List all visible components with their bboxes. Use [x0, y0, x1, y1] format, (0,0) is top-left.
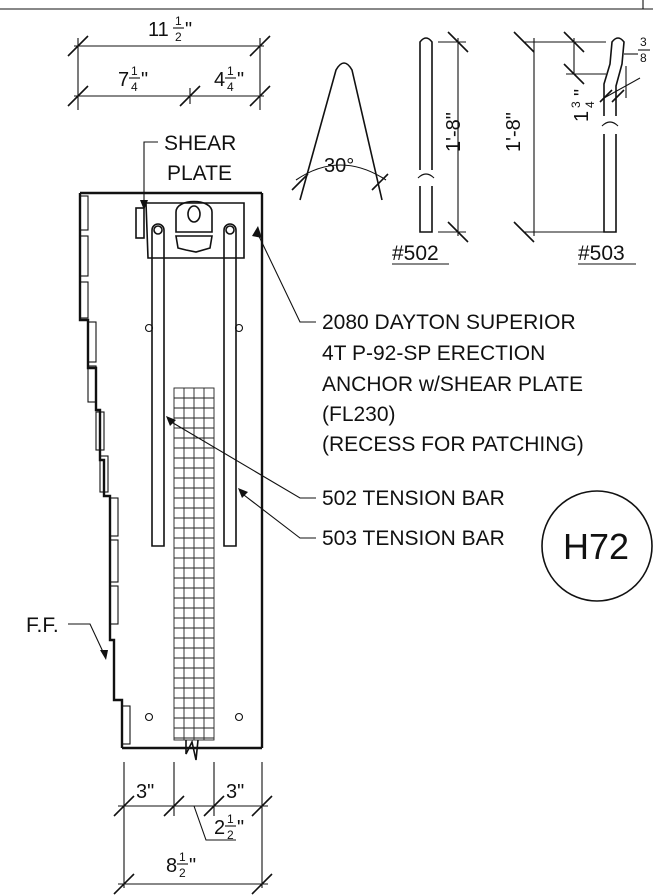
joint-pad: [87, 365, 97, 403]
joint-pad: [99, 455, 109, 493]
dim-overall-top-num: 1: [175, 14, 182, 28]
dim-bottom-overall-num: 1: [179, 850, 186, 864]
erection-anchor: [135, 200, 245, 259]
bar-503: 1'-8" 1 3 4 " 3 8 #503: [503, 31, 650, 265]
tension-502-label: 502 TENSION BAR: [322, 487, 505, 510]
bar-502-label: #502: [392, 242, 439, 265]
ff-label-text: F.F.: [26, 614, 59, 637]
anchor-note-line-5: (RECESS FOR PATCHING): [322, 433, 584, 456]
dim-overall-top-whole: 11: [148, 19, 169, 41]
joint-pad: [79, 235, 89, 277]
anchor-note-line-1: 2080 DAYTON SUPERIOR: [322, 311, 576, 334]
dim-top-right-num: 1: [227, 64, 234, 78]
bar-503-hook-num: 3: [569, 101, 583, 108]
bar-502-length: 1'-8": [443, 112, 465, 152]
anchor-callout: 2080 DAYTON SUPERIOR 4T P-92-SP ERECTION…: [252, 226, 584, 456]
bend-angle-detail: 30°: [291, 62, 389, 201]
shear-plate-label-line2: PLATE: [167, 162, 232, 185]
bar-503-hook-whole: 1: [571, 111, 593, 122]
dim-top-left-den: 4: [131, 80, 138, 94]
joint-pad: [95, 411, 105, 451]
bar-503-offset-den: 8: [640, 51, 647, 65]
detail-tag-text: H72: [563, 526, 629, 567]
dim-top-right-den: 4: [227, 80, 234, 94]
dim-bottom-overall-den: 2: [179, 866, 186, 880]
joint-pad: [109, 539, 119, 583]
dim-overall-top: 11 1 2 ": [67, 14, 271, 110]
tension-bar-callouts: 502 TENSION BAR 503 TENSION BAR: [166, 416, 505, 550]
bar-503-hook-unit: ": [571, 89, 593, 96]
bar-502: 1'-8" #502: [392, 31, 469, 265]
joint-pad: [109, 497, 119, 537]
dim-bottom-mid-num: 1: [227, 812, 234, 826]
joint-pad: [87, 321, 97, 363]
ff-label: F.F.: [26, 614, 108, 660]
joint-pad: [79, 281, 89, 319]
panel-section: [78, 191, 264, 750]
mesh-reinforcement: [173, 387, 215, 761]
tension-503-label: 503 TENSION BAR: [322, 527, 505, 550]
bar-503-label: #503: [578, 242, 625, 265]
anchor-note-line-2: 4T P-92-SP ERECTION: [322, 342, 545, 365]
dim-bottom-left: 3": [136, 781, 154, 803]
dim-top-left-num: 1: [131, 64, 138, 78]
dim-top-left-whole: 7: [118, 69, 129, 91]
joint-pad: [109, 585, 119, 625]
dim-overall-top-unit: ": [185, 19, 192, 41]
anchor-note-line-4: (FL230): [322, 403, 396, 426]
bar-503-hook-den: 4: [583, 101, 597, 108]
dim-bottom-mid-unit: ": [237, 817, 244, 839]
dim-top-right-unit: ": [237, 69, 244, 91]
dim-top-split: 7 1 4 " 4 1 4 ": [67, 64, 271, 107]
dim-bottom: 3" 3" 2 1 2 " 8 1 2 ": [113, 762, 273, 895]
shear-plate-label: SHEAR PLATE: [140, 132, 236, 210]
detail-tag: H72: [541, 490, 653, 602]
bend-angle-text: 30°: [324, 155, 354, 177]
dim-bottom-mid-whole: 2: [214, 817, 225, 839]
joint-pad: [121, 705, 131, 745]
dim-top-right-whole: 4: [214, 69, 225, 91]
dim-top-left-unit: ": [141, 69, 148, 91]
dim-bottom-right: 3": [226, 781, 244, 803]
bar-503-length: 1'-8": [503, 112, 525, 152]
dim-bottom-overall-whole: 8: [166, 855, 177, 877]
anchor-note-line-3: ANCHOR w/SHEAR PLATE: [322, 373, 583, 396]
bar-503-offset-num: 3: [640, 35, 647, 49]
joint-pad: [79, 195, 89, 231]
dim-bottom-overall-unit: ": [189, 855, 196, 877]
dim-overall-top-den: 2: [175, 30, 182, 44]
dim-bottom-mid-den: 2: [227, 828, 234, 842]
shear-plate-label-line1: SHEAR: [164, 132, 236, 155]
tension-bars-section: [144, 223, 244, 722]
